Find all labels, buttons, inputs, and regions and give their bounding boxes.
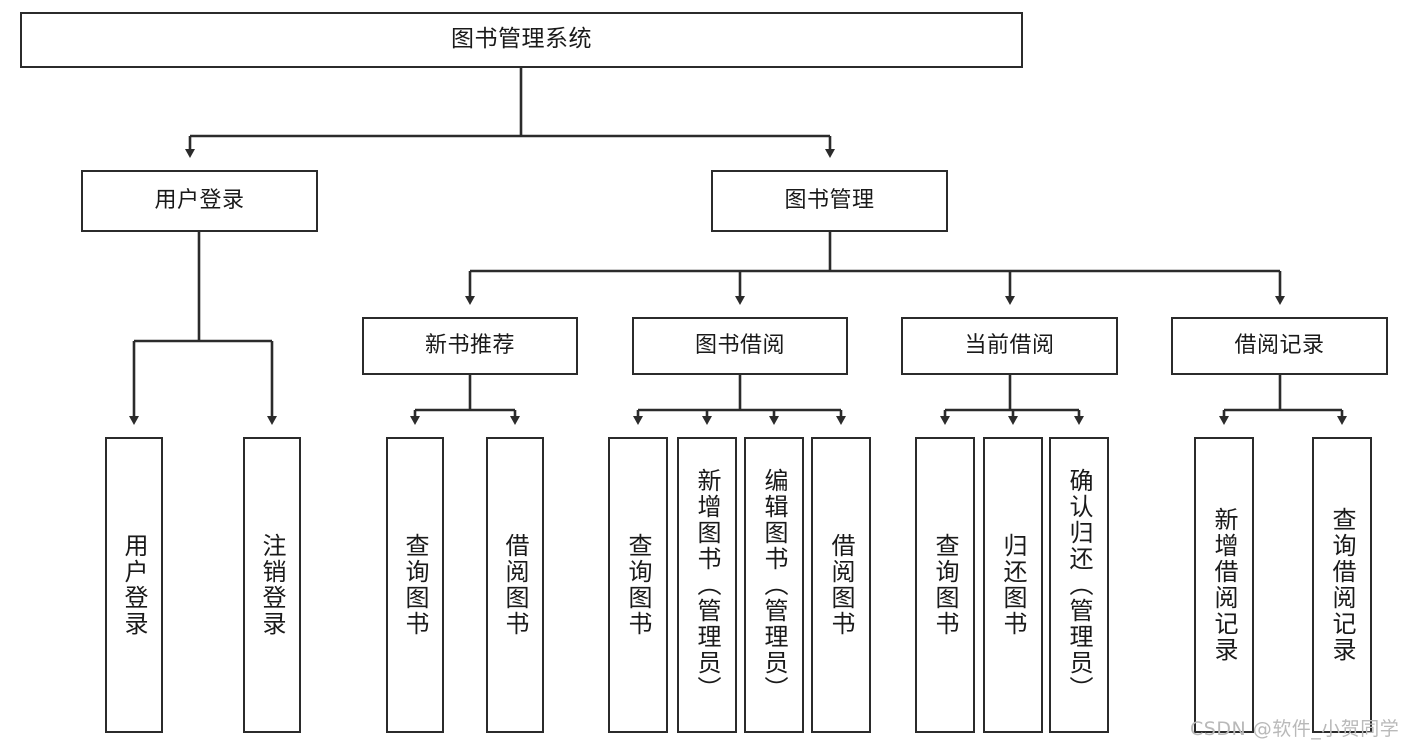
node-leaf-add-book[interactable]: 新增图书（管理员） (677, 437, 737, 733)
node-leaf-return-book[interactable]: 归还图书 (983, 437, 1043, 733)
node-borrow-record[interactable]: 借阅记录 (1171, 317, 1388, 375)
node-leaf-query-book-3[interactable]: 查询图书 (915, 437, 975, 733)
node-leaf-user-logout[interactable]: 注销登录 (243, 437, 301, 733)
node-leaf-query-record[interactable]: 查询借阅记录 (1312, 437, 1372, 733)
node-root[interactable]: 图书管理系统 (20, 12, 1023, 68)
node-new-book-recommend[interactable]: 新书推荐 (362, 317, 578, 375)
node-book-borrow[interactable]: 图书借阅 (632, 317, 848, 375)
node-current-borrow[interactable]: 当前借阅 (901, 317, 1118, 375)
node-leaf-edit-book[interactable]: 编辑图书（管理员） (744, 437, 804, 733)
node-leaf-query-book-2[interactable]: 查询图书 (608, 437, 668, 733)
node-leaf-borrow-book-1[interactable]: 借阅图书 (486, 437, 544, 733)
node-book-manage[interactable]: 图书管理 (711, 170, 948, 232)
node-leaf-query-book-1[interactable]: 查询图书 (386, 437, 444, 733)
node-leaf-borrow-book-2[interactable]: 借阅图书 (811, 437, 871, 733)
node-leaf-confirm-return[interactable]: 确认归还（管理员） (1049, 437, 1109, 733)
node-user-login[interactable]: 用户登录 (81, 170, 318, 232)
node-leaf-user-login[interactable]: 用户登录 (105, 437, 163, 733)
node-leaf-add-record[interactable]: 新增借阅记录 (1194, 437, 1254, 733)
